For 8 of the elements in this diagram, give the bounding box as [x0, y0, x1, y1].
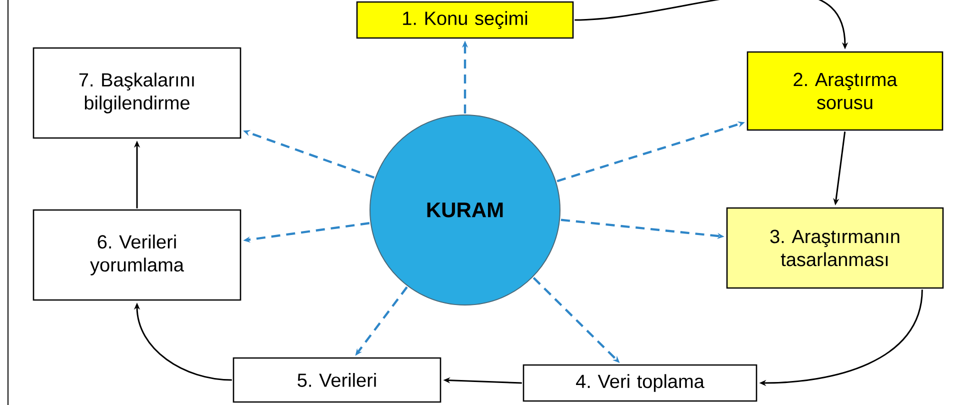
circle-node: KURAM	[370, 114, 560, 306]
process-box: 7. Başkalarını bilgilendirme	[32, 47, 242, 139]
process-box: 3. Araştırmanın tasarlanması	[726, 207, 944, 289]
process-box: 6. Verileri yorumlama	[32, 209, 242, 301]
process-box: 4. Veri toplama	[522, 364, 758, 402]
process-box: 2. Araştırma sorusu	[746, 51, 944, 131]
process-box: 1. Konu seçimi	[356, 1, 574, 39]
process-box: 5. Verileri	[232, 357, 442, 403]
